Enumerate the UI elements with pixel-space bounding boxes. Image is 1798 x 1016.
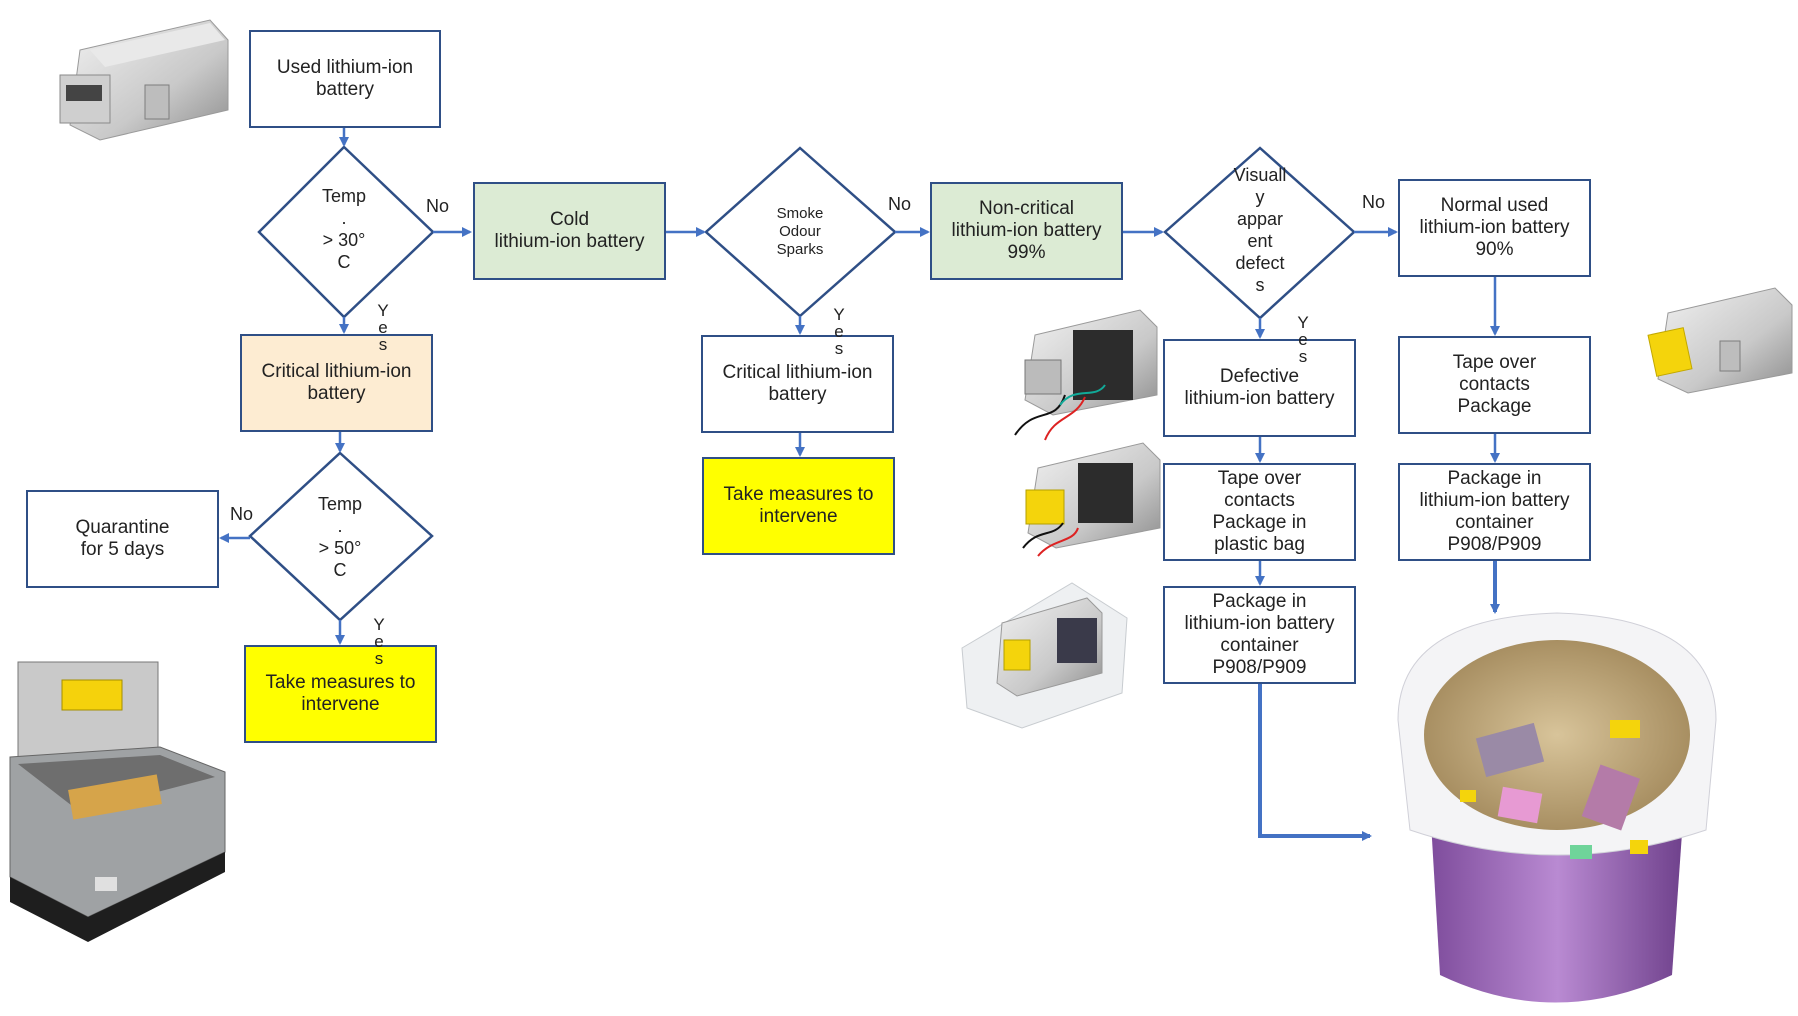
node-package-normal: Package in lithium-ion battery container… (1398, 463, 1591, 561)
container-connectors (1258, 561, 1500, 841)
yes-label-temp30: Y e s (377, 301, 389, 354)
node-tape-normal: Tape over contacts Package (1398, 336, 1591, 434)
node-defective: Defective lithium-ion battery (1163, 339, 1356, 437)
bagged-battery-icon (961, 582, 1128, 729)
node-used-battery: Used lithium-ion battery (249, 30, 441, 128)
no-label-temp50: No (230, 504, 254, 524)
decision-visual-text: Visuall y appar ent defect s (1233, 165, 1287, 295)
decision-smoke-text: Smoke Odour Sparks (776, 205, 824, 258)
node-noncritical: Non-critical lithium-ion battery 99% (930, 182, 1123, 280)
node-cold-battery: Cold lithium-ion battery (473, 182, 666, 280)
drum-container-icon (1397, 612, 1717, 1003)
decision-temp30-text: Temp . > 30° C (321, 186, 366, 272)
connectors (219, 128, 1500, 645)
node-normal: Normal used lithium-ion battery 90% (1398, 179, 1591, 277)
yes-label-temp50: Y e s (373, 615, 385, 668)
damaged-battery-icon (1014, 309, 1158, 441)
no-label-visual: No (1362, 192, 1386, 212)
taped-battery-icon (1022, 442, 1161, 557)
node-quarantine: Quarantine for 5 days (26, 490, 219, 588)
battery-icon (59, 19, 229, 141)
yes-label-smoke: Y e s (833, 305, 845, 358)
taped-battery-icon (1647, 287, 1793, 394)
yes-label-visual: Y e s (1297, 313, 1309, 366)
no-label-temp30: No (426, 196, 450, 216)
decision-temp50-text: Temp . > 50° C (317, 494, 362, 580)
node-package-defective: Package in lithium-ion battery container… (1163, 586, 1356, 684)
node-measures-mid: Take measures to intervene (702, 457, 895, 555)
node-measures-left: Take measures to intervene (244, 645, 437, 743)
container-box-icon (9, 661, 226, 942)
no-label-smoke: No (888, 194, 912, 214)
node-critical-mid: Critical lithium-ion battery (701, 335, 894, 433)
node-critical-left: Critical lithium-ion battery (240, 334, 433, 432)
node-tape-bag: Tape over contacts Package in plastic ba… (1163, 463, 1356, 561)
